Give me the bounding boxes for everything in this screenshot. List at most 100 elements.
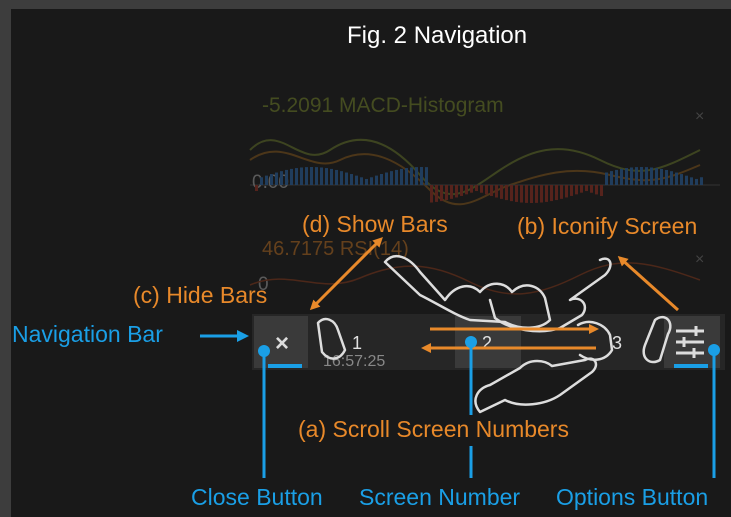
histogram-bar [625,168,628,185]
histogram-bar [555,185,558,201]
histogram-bar [510,185,513,202]
histogram-bar [545,185,548,202]
histogram-bar [585,185,588,192]
show-hide-arrow [309,237,383,311]
histogram-bar [640,167,643,185]
histogram-bar [295,168,298,185]
hide-bars-label: (c) Hide Bars [133,282,268,308]
histogram-bar [380,173,383,185]
histogram-bar [305,167,308,185]
hand-scroll-icon [474,357,598,414]
histogram-bar [665,169,668,185]
zero-label: 0.00 [252,172,289,193]
macd-close-icon: × [695,108,704,125]
macd-histogram [255,167,703,203]
histogram-bar [355,175,358,185]
hand-hide-bars-icon [316,317,347,360]
histogram-bar [365,178,368,185]
histogram-bar [260,177,263,185]
histogram-bar [320,167,323,185]
histogram-bar [675,172,678,185]
histogram-bar [580,185,583,193]
screen-number-1[interactable]: 1 [352,333,362,353]
signal-line [249,150,701,206]
figure-title: Fig. 2 Navigation [347,22,528,49]
histogram-bar [375,175,378,185]
histogram-bar [395,169,398,185]
histogram-bar [470,185,473,193]
histogram-bar [645,167,648,185]
histogram-bar [430,185,433,203]
histogram-bar [595,185,598,195]
histogram-bar [520,185,523,203]
histogram-bar [575,185,578,195]
histogram-bar [590,185,593,193]
histogram-bar [285,169,288,185]
macd-line [249,138,701,196]
histogram-bar [420,167,423,185]
rsi-close-icon: × [695,251,704,268]
histogram-bar [410,167,413,185]
histogram-bar [440,185,443,202]
histogram-bar [405,168,408,185]
rsi-label: 46.7175 RSI(14) [262,238,409,260]
histogram-bar [635,167,638,185]
histogram-bar [265,175,268,185]
histogram-bar [615,169,618,185]
histogram-bar [255,185,258,191]
macd-panel: -5.2091 MACD-Histogram × 0.00 [249,94,720,206]
histogram-bar [570,185,573,196]
histogram-bar [540,185,543,203]
macd-label: -5.2091 MACD-Histogram [262,94,504,117]
histogram-bar [630,167,633,185]
histogram-bar [530,185,533,203]
histogram-bar [560,185,563,199]
histogram-bar [610,171,613,185]
histogram-bar [690,177,693,185]
histogram-bar [345,172,348,185]
screen-number-2[interactable]: 2 [482,333,492,353]
histogram-bar [515,185,518,202]
histogram-bar [460,185,463,196]
histogram-bar [435,185,438,202]
histogram-bar [650,167,653,185]
iconify-arrow [617,255,680,312]
options-button-label: Options Button [556,484,709,510]
close-button-label: Close Button [191,484,323,510]
histogram-bar [605,172,608,185]
histogram-bar [505,185,508,201]
histogram-bar [700,177,703,185]
histogram-bar [325,168,328,185]
hand-show-bars-icon [383,254,552,329]
histogram-bar [340,171,343,185]
histogram-bar [480,185,483,193]
histogram-bar [535,185,538,203]
screen-number-3[interactable]: 3 [612,333,622,353]
histogram-bar [415,167,418,185]
histogram-bar [310,167,313,185]
histogram-bar [455,185,458,198]
histogram-bar [275,172,278,185]
histogram-bar [465,185,468,195]
histogram-bar [270,174,273,185]
histogram-bar [450,185,453,199]
hand-scroll-right-icon [576,320,614,361]
histogram-bar [475,185,478,192]
navigation-bar-label: Navigation Bar [12,321,163,347]
close-icon: × [275,330,289,357]
histogram-bar [565,185,568,198]
histogram-bar [670,171,673,185]
rsi-left-label: 0 [258,274,269,295]
histogram-bar [680,174,683,185]
sliders-icon [676,326,704,358]
histogram-bar [280,171,283,185]
histogram-bar [335,169,338,185]
histogram-bar [600,185,603,197]
histogram-bar [350,174,353,185]
histogram-bar [290,168,293,185]
histogram-bar [330,168,333,185]
histogram-bar [550,185,553,202]
histogram-bar [485,185,488,195]
